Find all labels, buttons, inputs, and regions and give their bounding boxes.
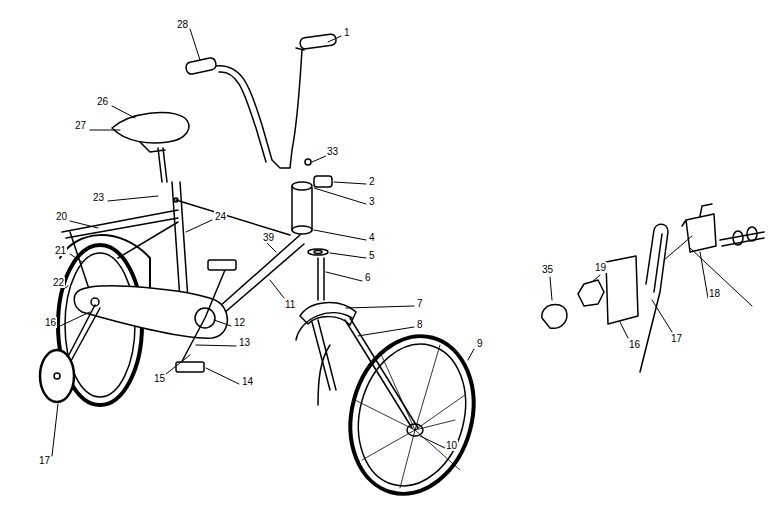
callout-number: 39 xyxy=(262,232,275,243)
callout-number: 35 xyxy=(541,264,554,275)
callout-number: 7 xyxy=(416,298,424,309)
callout-number: 10 xyxy=(445,440,458,451)
callout-number: 3 xyxy=(368,196,376,207)
callout-number: 6 xyxy=(364,272,372,283)
callout-number: 28 xyxy=(176,19,189,30)
callout-number: 11 xyxy=(284,299,296,310)
callout-number: 9 xyxy=(476,338,484,349)
callout-number: 13 xyxy=(238,337,251,348)
callout-number: 33 xyxy=(326,146,339,157)
callout-number: 17 xyxy=(670,333,683,344)
callout-number: 2 xyxy=(368,176,376,187)
callout-number: 1 xyxy=(343,27,351,38)
callout-number: 20 xyxy=(55,211,68,222)
callout-number: 23 xyxy=(92,192,105,203)
callout-number: 8 xyxy=(416,319,424,330)
callout-number: 15 xyxy=(153,373,166,384)
callout-number: 12 xyxy=(233,317,246,328)
callout-number: 17 xyxy=(38,455,51,466)
callout-number: 22 xyxy=(52,277,65,288)
callout-number: 27 xyxy=(74,120,87,131)
callout-number: 16 xyxy=(44,317,57,328)
callout-number: 5 xyxy=(368,250,376,261)
callout-number: 26 xyxy=(96,96,109,107)
callout-number: 24 xyxy=(214,211,227,222)
callout-number: 21 xyxy=(54,245,67,256)
callout-number: 19 xyxy=(594,262,607,273)
callout-number: 4 xyxy=(368,232,376,243)
callout-number: 16 xyxy=(628,339,641,350)
callout-number: 14 xyxy=(241,376,254,387)
callout-number: 18 xyxy=(708,288,721,299)
